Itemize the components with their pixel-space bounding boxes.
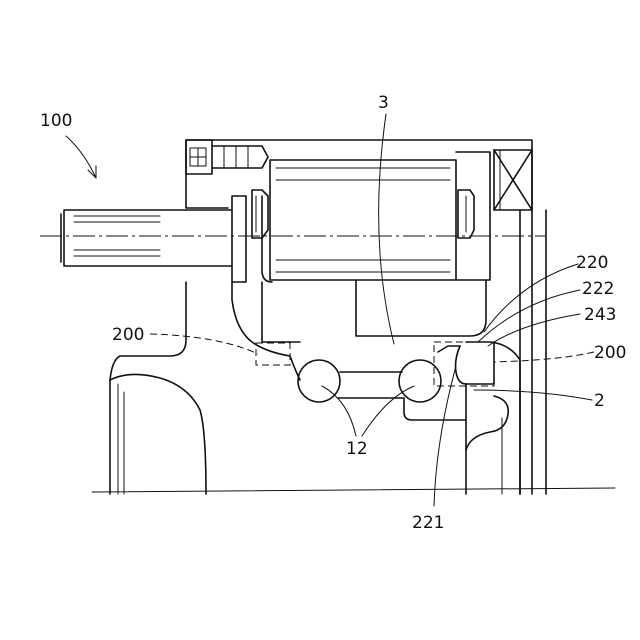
leader-3 (379, 114, 394, 344)
outer-bearing-box (494, 150, 532, 210)
label-12: 12 (346, 439, 368, 459)
label-220: 220 (576, 253, 608, 273)
housing-3 (232, 280, 486, 356)
leader-221 (434, 366, 456, 506)
leader-100 (66, 136, 96, 178)
leader-12-left (322, 386, 356, 436)
flange-2 (466, 342, 520, 494)
ball-right (399, 360, 441, 402)
leader-100-arrow (88, 166, 96, 178)
base-line (92, 488, 615, 492)
rotor-body (262, 152, 490, 282)
outer-casing (110, 140, 546, 494)
seal-left (252, 190, 268, 238)
label-2: 2 (594, 391, 605, 411)
leader-243 (488, 314, 580, 346)
label-200-left: 200 (112, 325, 144, 345)
leader-220 (484, 264, 578, 332)
label-200-right: 200 (594, 343, 626, 363)
ball-left (298, 360, 340, 402)
leader-222 (478, 290, 580, 342)
leader-12-right (362, 386, 414, 436)
seal-right (458, 190, 474, 238)
label-3: 3 (378, 93, 389, 113)
label-243: 243 (584, 305, 616, 325)
label-221: 221 (412, 513, 444, 533)
label-100: 100 (40, 111, 72, 131)
detail-box-left (256, 343, 290, 365)
bolt-fastener (186, 140, 268, 174)
leader-200-left (150, 334, 258, 354)
label-222: 222 (582, 279, 614, 299)
leader-2 (474, 390, 592, 400)
inner-race (290, 346, 466, 420)
leader-200-right (494, 352, 594, 362)
output-shaft (61, 196, 246, 282)
